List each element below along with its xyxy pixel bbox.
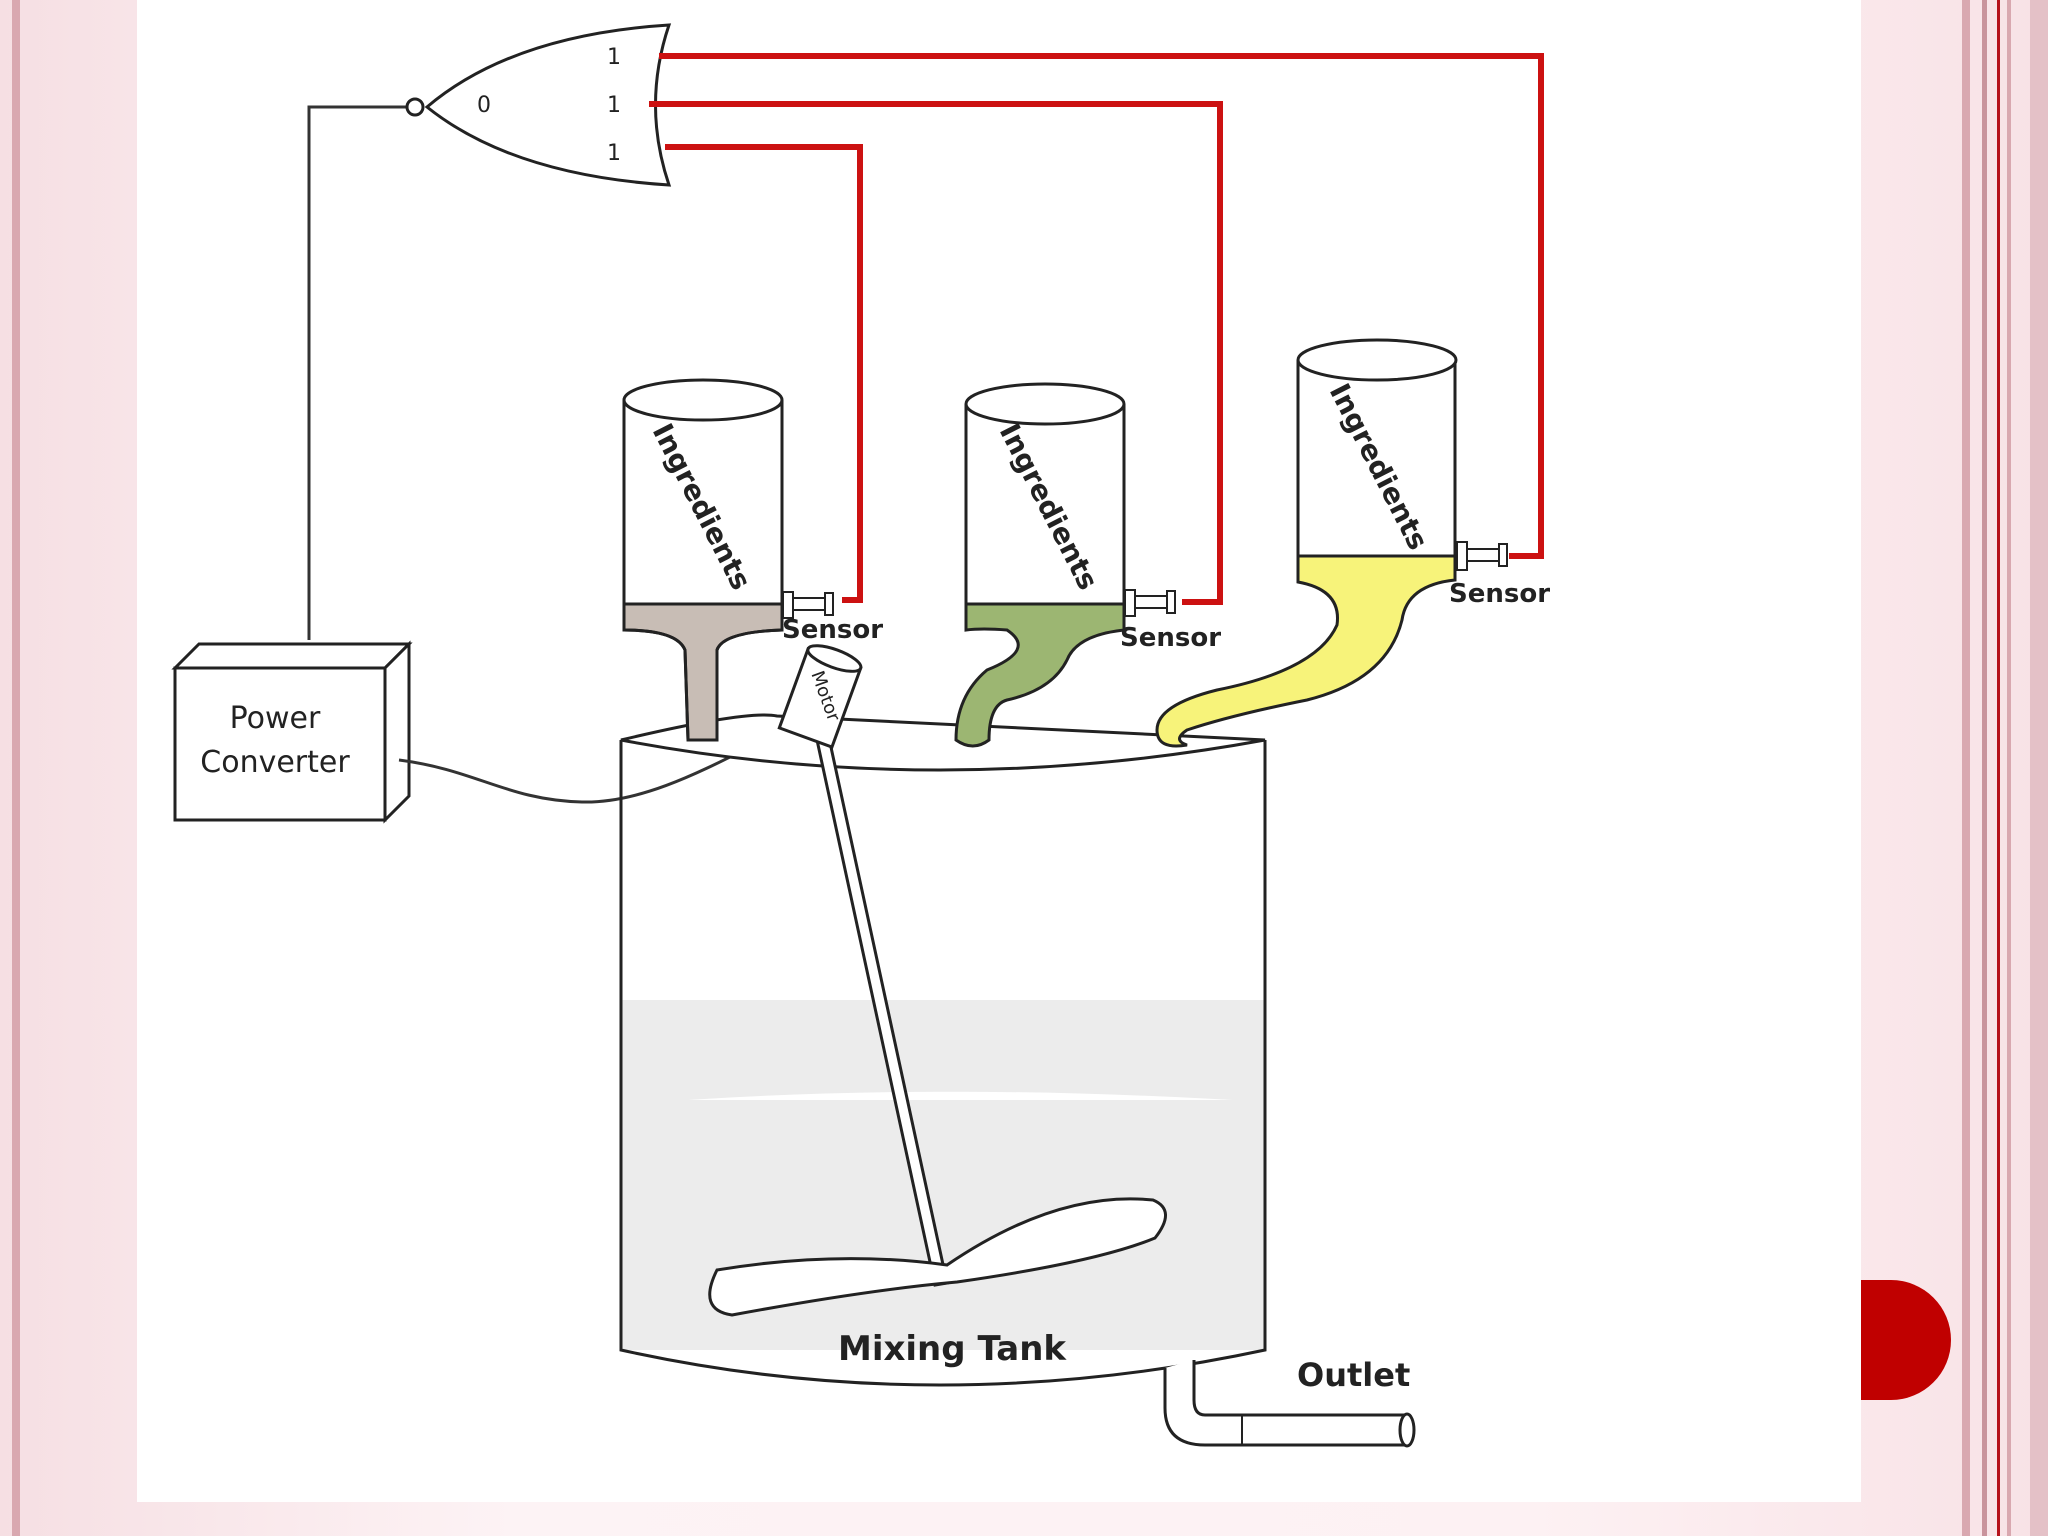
mixing-tank-label: Mixing Tank <box>838 1329 1067 1369</box>
sensor-3 <box>1456 541 1508 571</box>
power-converter-label-line2: Converter <box>200 745 350 780</box>
ingredient-container-3: Ingredients <box>1155 338 1458 748</box>
accent-dot <box>1861 1280 1951 1400</box>
slide-frame-right-line <box>1982 0 1987 1536</box>
tank-liquid <box>621 1100 1265 1350</box>
container-2-label: Ingredients <box>993 418 1105 595</box>
sensor-2-label: Sensor <box>1120 623 1221 653</box>
power-converter-label-line1: Power <box>230 701 321 736</box>
power-converter: Power Converter <box>171 640 413 824</box>
power-wire-to-gate <box>307 105 407 640</box>
signal-wire-sensor-2 <box>649 101 1223 605</box>
sensor-1 <box>782 591 834 619</box>
container-3-label: Ingredients <box>1323 378 1435 555</box>
nor-gate-bubble <box>405 97 425 117</box>
outlet-label: Outlet <box>1297 1356 1410 1394</box>
slide-frame-edge <box>2030 0 2048 1536</box>
gate-input-2-value: 1 <box>607 93 621 118</box>
mixing-system-diagram: 0 1 1 1 Power Converter Outlet Mot <box>171 23 1550 1448</box>
gate-output-value: 0 <box>477 93 491 118</box>
signal-wire-sensor-1 <box>665 144 863 603</box>
sensor-1-label: Sensor <box>782 615 883 645</box>
outlet-pipe <box>1163 1360 1416 1448</box>
ingredient-container-1: Ingredients <box>622 378 784 742</box>
slide-frame-right <box>1962 0 1970 1536</box>
nor-gate: 0 1 1 1 <box>405 23 672 187</box>
slide-frame-right-line-2 <box>2007 0 2011 1536</box>
gate-input-1-value: 1 <box>607 45 621 70</box>
diagram-canvas: 0 1 1 1 Power Converter Outlet Mot <box>137 0 1861 1502</box>
sensor-2 <box>1124 589 1176 617</box>
container-1-label: Ingredients <box>646 418 758 595</box>
slide-frame-accent-line <box>1997 0 2000 1536</box>
gate-input-3-value: 1 <box>607 141 621 166</box>
sensor-3-label: Sensor <box>1449 579 1550 609</box>
signal-wire-sensor-3 <box>659 53 1544 559</box>
motor: Motor <box>777 644 863 749</box>
ingredient-container-2: Ingredients <box>954 382 1126 748</box>
slide-frame-left <box>12 0 20 1536</box>
